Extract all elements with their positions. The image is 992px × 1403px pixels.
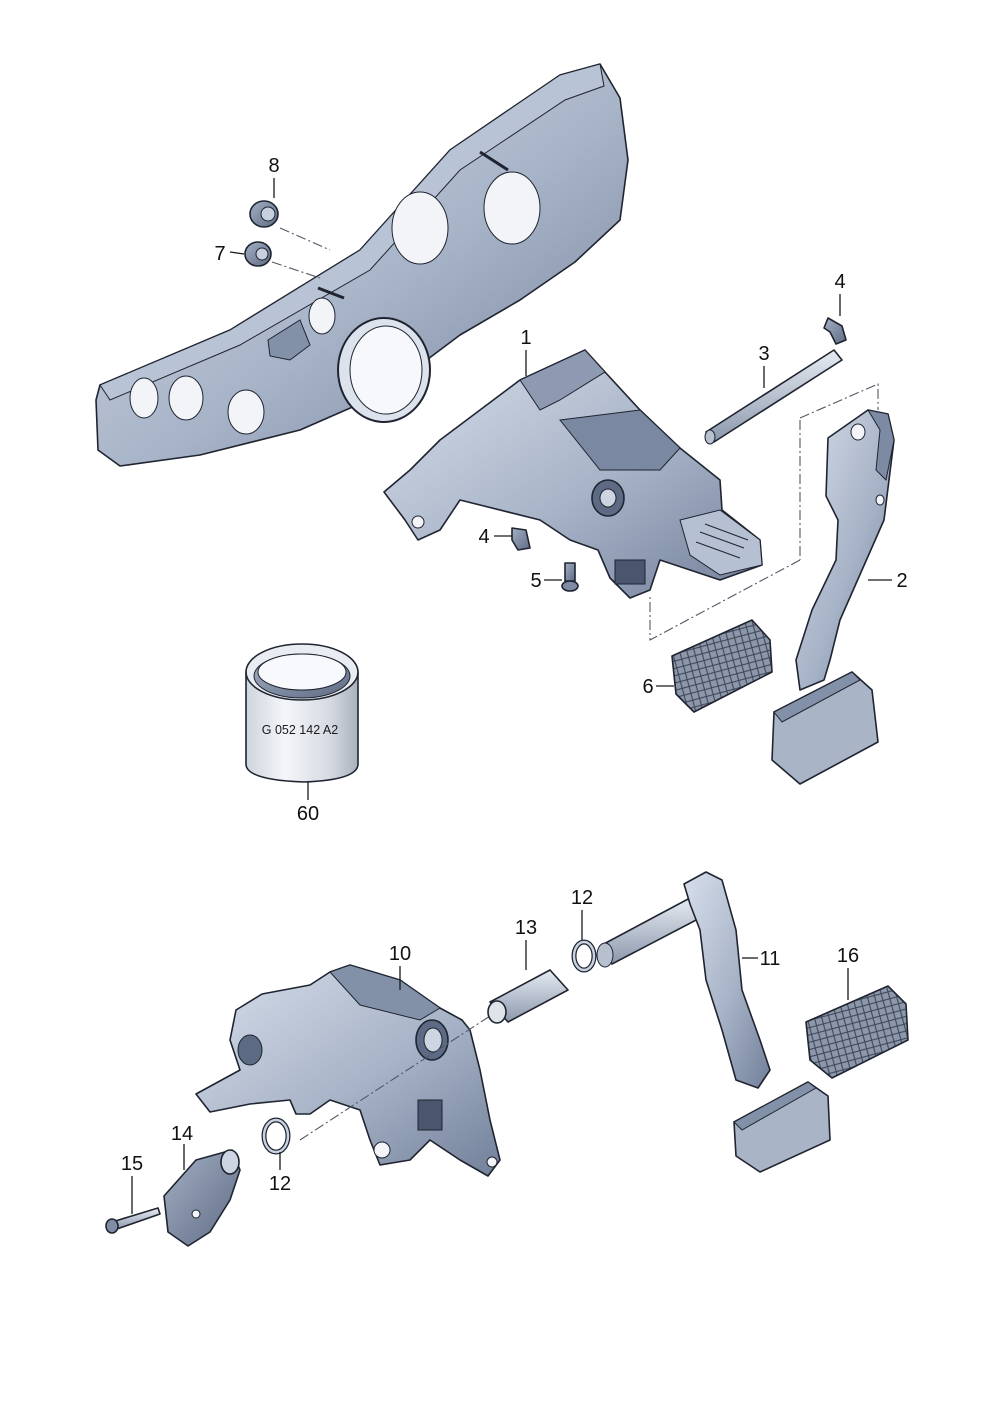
part-8-nut[interactable] xyxy=(249,200,279,228)
bulkhead-hole xyxy=(391,191,449,265)
callout-labels: 8 7 1 3 4 4 5 2 6 60 10 13 12 11 16 14 1… xyxy=(121,155,908,1195)
callout-1: 1 xyxy=(520,327,531,349)
bulkhead-hole xyxy=(168,375,204,421)
callout-3: 3 xyxy=(758,343,769,365)
bulkhead-hole xyxy=(483,171,541,245)
bulkhead-hole xyxy=(308,297,336,335)
part-7-nut[interactable] xyxy=(244,241,272,267)
part-60-grease-can[interactable]: G 052 142 A2 xyxy=(245,643,359,783)
part-6-pedal-pad[interactable] xyxy=(671,619,773,713)
callout-16: 16 xyxy=(837,945,859,967)
part-3-pivot-shaft[interactable] xyxy=(704,349,843,445)
leader-lines xyxy=(131,178,892,1214)
callout-10: 10 xyxy=(389,943,411,965)
part-13-bushing[interactable] xyxy=(487,969,569,1024)
bulkhead-panel xyxy=(95,63,629,467)
bulkhead-hole xyxy=(129,377,159,419)
part-4-clip-upper[interactable] xyxy=(823,317,847,345)
part-2-clutch-pedal[interactable] xyxy=(771,409,895,785)
bulkhead-hole xyxy=(349,325,423,415)
part-11-brake-pedal[interactable] xyxy=(596,871,831,1173)
callout-12-lower: 12 xyxy=(269,1173,291,1195)
part-1-pedal-bracket[interactable] xyxy=(383,349,763,599)
callout-11: 11 xyxy=(760,948,781,970)
callout-7: 7 xyxy=(214,243,225,265)
part-4-clip-lower[interactable] xyxy=(511,527,531,551)
part-5-bolt[interactable] xyxy=(561,562,579,592)
part-14-bearing-block[interactable] xyxy=(163,1149,241,1247)
bulkhead-hole xyxy=(227,389,265,435)
callout-2: 2 xyxy=(896,570,907,592)
callout-60: 60 xyxy=(297,803,319,825)
callout-8: 8 xyxy=(268,155,279,177)
part-15-bolt[interactable] xyxy=(105,1207,161,1234)
part-10-pedal-bracket[interactable] xyxy=(195,964,501,1177)
callout-12-upper: 12 xyxy=(571,887,593,909)
callout-15: 15 xyxy=(121,1153,143,1175)
part-12-ring-upper[interactable] xyxy=(571,939,597,973)
callout-6: 6 xyxy=(642,676,653,698)
part-16-pedal-pad[interactable] xyxy=(805,985,909,1079)
callout-13: 13 xyxy=(515,917,537,939)
callout-14: 14 xyxy=(171,1123,193,1145)
callout-4-upper: 4 xyxy=(834,271,845,293)
callout-4-lower: 4 xyxy=(478,526,489,548)
part-12-ring-lower[interactable] xyxy=(261,1117,291,1155)
grease-can-label: G 052 142 A2 xyxy=(262,723,339,737)
callout-5: 5 xyxy=(530,570,541,592)
